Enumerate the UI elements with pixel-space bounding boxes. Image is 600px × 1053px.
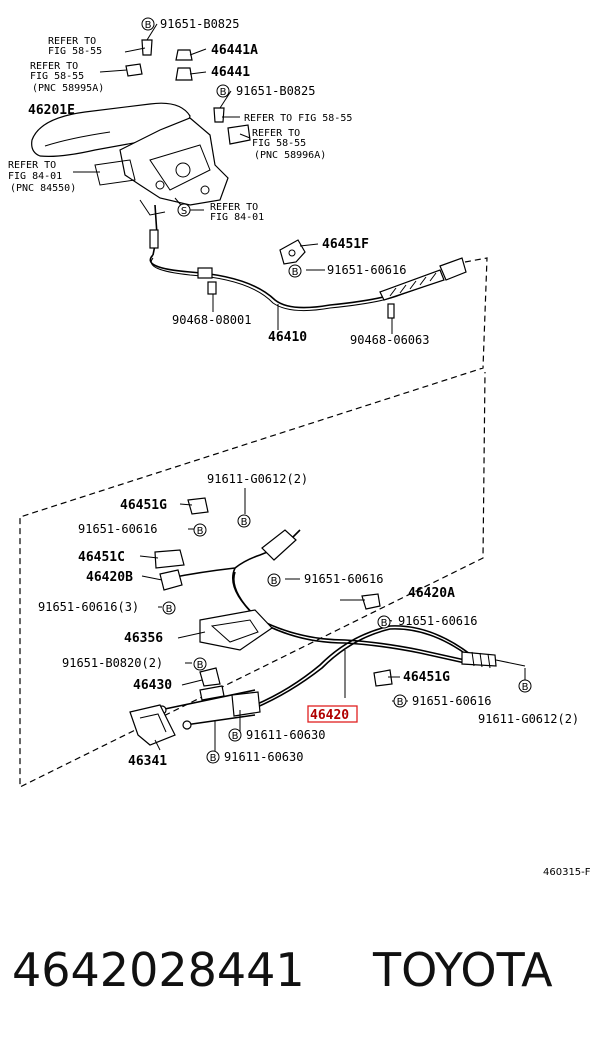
marker-b: B [271,576,278,587]
highlight-box [307,705,358,723]
label-91651-60616: 91651-60616 [398,614,477,628]
label-91611-g0612-2: 91611-G0612(2) [478,712,579,726]
marker-b: B [166,604,173,615]
marker-s: S [181,206,187,217]
label-91651-60616-3: 91651-60616(3) [38,600,139,614]
label-46420b: 46420B [86,570,133,585]
front-cable-46410 [149,239,467,334]
marker-b: B [292,267,299,278]
marker-b: B [197,526,204,537]
rear-cable-assembly [129,488,526,755]
part-labels: 91651-B0825 REFER TO FIG 58-55 46441A RE… [8,17,579,769]
refer-note: (PNC 58996A) [254,150,326,161]
refer-note: (PNC 84550) [10,183,76,194]
refer-note: FIG 84-01 [210,212,264,223]
label-46356: 46356 [124,631,163,646]
label-91651-b0825-top: 91651-B0825 [160,17,239,31]
refer-note: FIG 58-55 [48,46,102,57]
label-46420a: 46420A [408,586,455,601]
refer-note: FIG 58-55 [252,138,306,149]
refer-note: REFER TO [48,36,96,47]
label-91611-60630: 91611-60630 [224,750,303,764]
label-46451g: 46451G [403,670,450,685]
label-46420-highlighted: 46420 [310,708,349,723]
label-90468-08001: 90468-08001 [172,313,251,327]
refer-note: (PNC 58995A) [32,83,104,94]
label-91651-60616: 91651-60616 [78,522,157,536]
label-46410: 46410 [268,330,307,345]
label-46441a: 46441A [211,43,258,58]
label-46201e: 46201E [28,103,75,118]
label-46441: 46441 [211,65,250,80]
label-46430: 46430 [133,678,172,693]
marker-b: B [232,731,239,742]
label-91651-60616: 91651-60616 [304,572,383,586]
figure-code: 460315-F [543,867,591,878]
bolt-markers: B B S B B B B B B B B B B B [141,17,532,764]
refer-note: REFER TO [30,61,78,72]
brand-name: TOYOTA [372,943,553,997]
label-91611-g0612: 91611-G0612(2) [207,472,308,486]
marker-b: B [397,697,404,708]
label-46341: 46341 [128,754,167,769]
rear-assembly-dashed-boundary [19,257,488,788]
refer-note: FIG 84-01 [8,171,62,182]
label-46451f: 46451F [322,237,369,252]
label-91611-60630: 91611-60630 [246,728,325,742]
label-46451g: 46451G [120,498,167,513]
label-91651-b0825-mid: 91651-B0825 [236,84,315,98]
refer-note: REFER TO [210,202,258,213]
marker-b: B [197,660,204,671]
parking-brake-lever-assembly [31,23,251,256]
marker-b: B [220,87,227,98]
part-number: 4642028441 [12,943,305,997]
marker-b: B [522,682,529,693]
label-91651-b0820-2: 91651-B0820(2) [62,656,163,670]
label-91651-60616: 91651-60616 [412,694,491,708]
refer-note: REFER TO [252,128,300,139]
label-91651-60616: 91651-60616 [327,263,406,277]
refer-note: FIG 58-55 [30,71,84,82]
marker-b: B [210,753,217,764]
label-90468-06063: 90468-06063 [350,333,429,347]
marker-b: B [381,618,388,629]
refer-note: REFER TO FIG 58-55 [244,113,352,124]
marker-b: B [241,517,248,528]
marker-b: B [145,20,152,31]
label-46451c: 46451C [78,550,125,565]
refer-note: REFER TO [8,160,56,171]
